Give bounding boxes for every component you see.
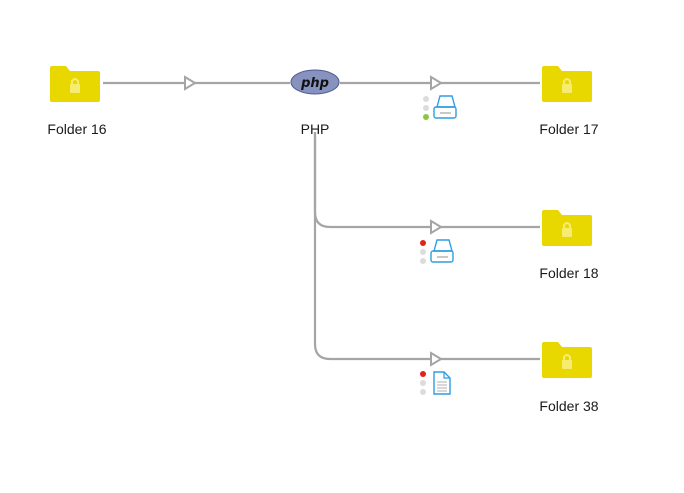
node-label: Folder 17 — [539, 121, 599, 137]
locked-folder-icon — [542, 66, 592, 102]
node-label: Folder 18 — [539, 265, 599, 281]
locked-folder-icon — [50, 66, 100, 102]
storage-drive-icon[interactable] — [430, 239, 454, 263]
document-icon[interactable] — [433, 371, 451, 395]
node-label: Folder 38 — [539, 398, 599, 414]
edge-arrow — [430, 219, 443, 235]
locked-folder-icon — [542, 210, 592, 246]
edge-status-folder17 — [423, 96, 429, 120]
edge-php-folder18[interactable] — [313, 132, 540, 229]
edge-status-folder18 — [420, 240, 426, 264]
locked-folder-icon — [542, 342, 592, 378]
node-label: PHP — [300, 121, 330, 137]
storage-drive-icon[interactable] — [433, 95, 457, 119]
node-label: Folder 16 — [47, 121, 107, 137]
edge-arrow — [430, 351, 443, 367]
php-logo-icon: php — [290, 69, 340, 95]
edge-status-folder38 — [420, 371, 426, 395]
svg-text:php: php — [300, 76, 329, 91]
edge-php-folder38[interactable] — [313, 132, 540, 361]
edge-arrow — [430, 75, 443, 91]
edge-arrow — [184, 75, 197, 91]
